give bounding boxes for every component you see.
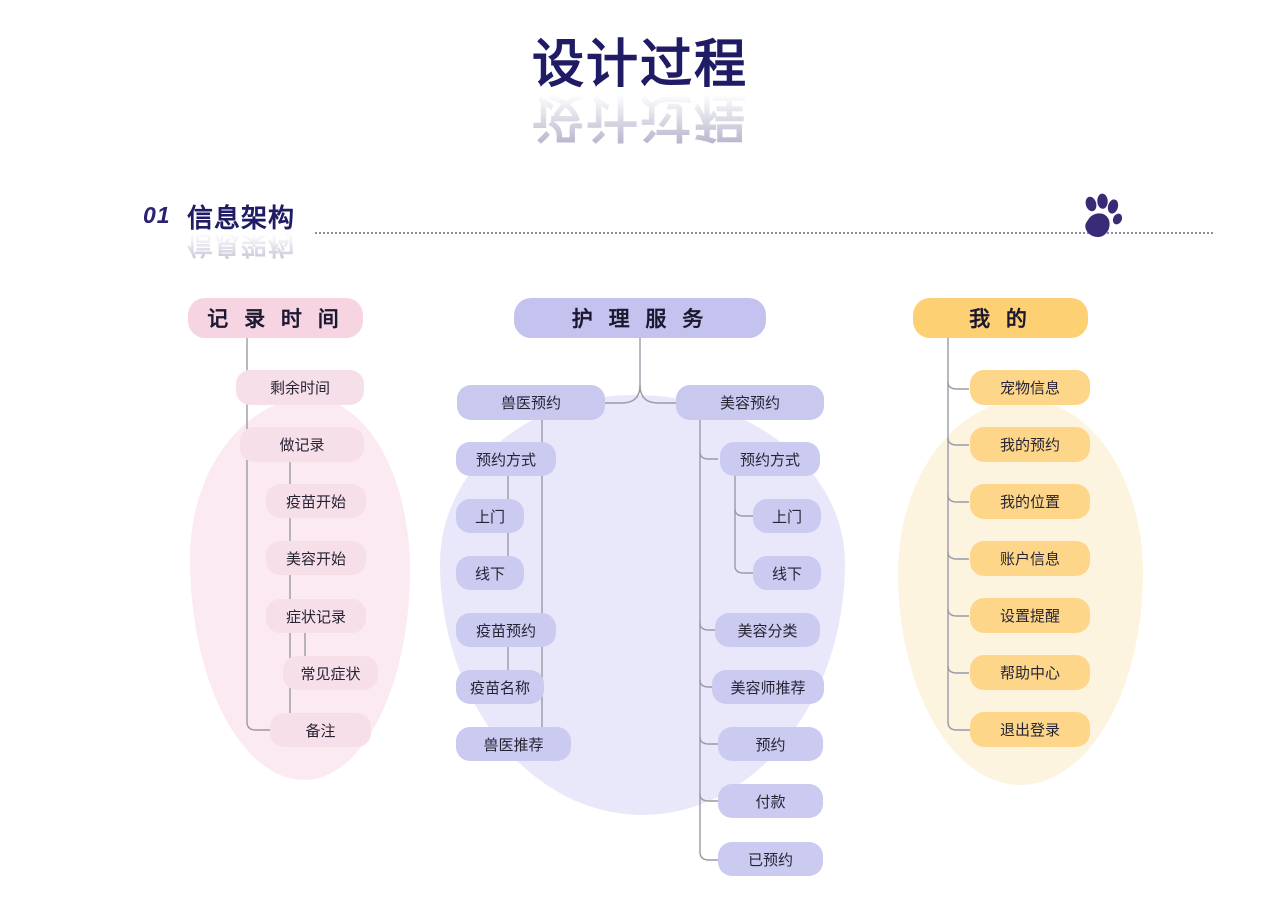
node-payment[interactable]: 付款 bbox=[718, 784, 823, 818]
node-grooming-offline[interactable]: 线下 bbox=[753, 556, 821, 590]
node-pet-info[interactable]: 宠物信息 bbox=[970, 370, 1090, 405]
node-account-info[interactable]: 账户信息 bbox=[970, 541, 1090, 576]
node-make-record[interactable]: 做记录 bbox=[240, 427, 364, 462]
node-vet-appointment-method[interactable]: 预约方式 bbox=[456, 442, 556, 476]
node-my-appointments[interactable]: 我的预约 bbox=[970, 427, 1090, 462]
node-logout[interactable]: 退出登录 bbox=[970, 712, 1090, 747]
page-title-reflection: 设计过程 bbox=[0, 87, 1280, 145]
node-vaccine-name[interactable]: 疫苗名称 bbox=[456, 670, 544, 704]
node-grooming-appointment-method[interactable]: 预约方式 bbox=[720, 442, 820, 476]
node-set-reminder[interactable]: 设置提醒 bbox=[970, 598, 1090, 633]
node-grooming-home-visit[interactable]: 上门 bbox=[753, 499, 821, 533]
section-divider-dots bbox=[315, 230, 1213, 234]
node-grooming-appointment[interactable]: 美容预约 bbox=[676, 385, 824, 420]
node-vaccine-start[interactable]: 疫苗开始 bbox=[266, 484, 366, 518]
node-vaccine-appointment[interactable]: 疫苗预约 bbox=[456, 613, 556, 647]
node-groomer-recommendation[interactable]: 美容师推荐 bbox=[712, 670, 824, 704]
node-vet-recommendation[interactable]: 兽医推荐 bbox=[456, 727, 571, 761]
paw-print-icon bbox=[1085, 193, 1122, 238]
node-booked[interactable]: 已预约 bbox=[718, 842, 823, 876]
section-header: 01 信息架构 信息架构 bbox=[143, 198, 1213, 260]
section-title: 信息架构 bbox=[187, 203, 296, 233]
section-title-reflection: 信息架构 bbox=[187, 228, 295, 265]
page-title: 设计过程 bbox=[531, 36, 748, 94]
node-symptom-record[interactable]: 症状记录 bbox=[266, 599, 366, 633]
node-vet-offline[interactable]: 线下 bbox=[456, 556, 524, 590]
node-my-location[interactable]: 我的位置 bbox=[970, 484, 1090, 519]
node-help-center[interactable]: 帮助中心 bbox=[970, 655, 1090, 690]
column-root-mine[interactable]: 我 的 bbox=[913, 298, 1088, 338]
node-vet-appointment[interactable]: 兽医预约 bbox=[457, 385, 605, 420]
page-title-block: 设计过程 设计过程 bbox=[0, 36, 1280, 145]
node-booking[interactable]: 预约 bbox=[718, 727, 823, 761]
node-vet-home-visit[interactable]: 上门 bbox=[456, 499, 524, 533]
column-root-record-time[interactable]: 记 录 时 间 bbox=[188, 298, 363, 338]
node-grooming-category[interactable]: 美容分类 bbox=[715, 613, 820, 647]
node-grooming-start[interactable]: 美容开始 bbox=[266, 541, 366, 575]
section-number: 01 bbox=[143, 202, 171, 228]
column-root-care-service[interactable]: 护 理 服 务 bbox=[514, 298, 766, 338]
node-remaining-time[interactable]: 剩余时间 bbox=[236, 370, 364, 405]
node-common-symptoms[interactable]: 常见症状 bbox=[283, 656, 378, 690]
node-remarks[interactable]: 备注 bbox=[270, 713, 371, 747]
